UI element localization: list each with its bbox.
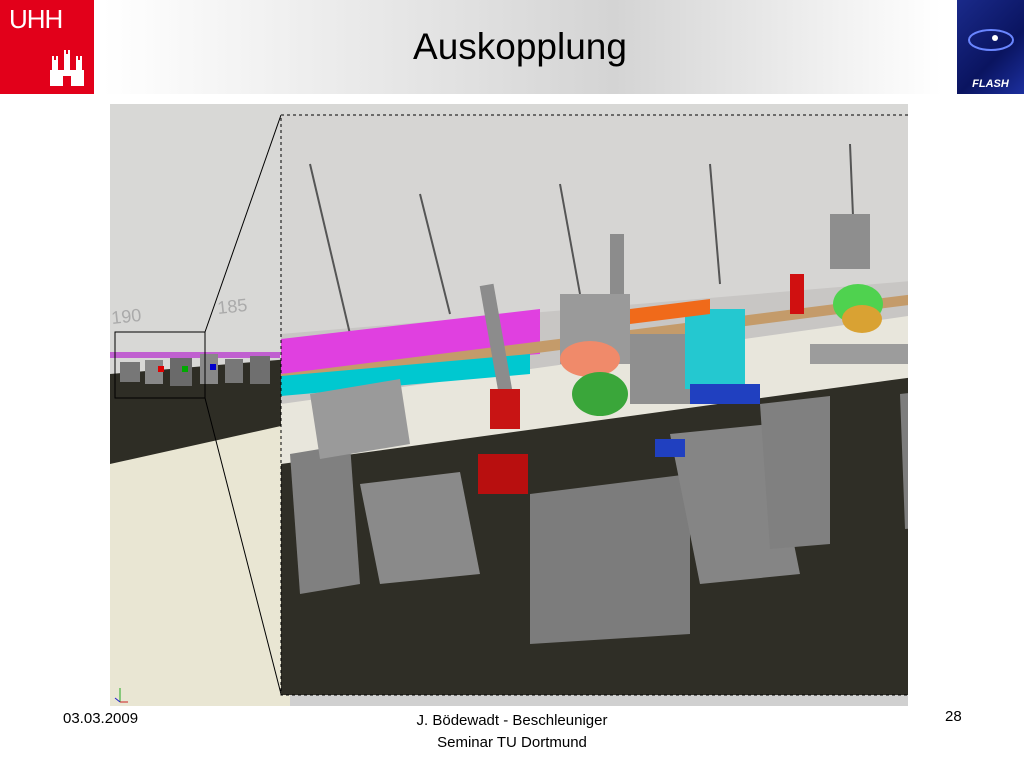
marker-190: 190 [110, 305, 142, 328]
marker-185: 185 [216, 295, 248, 318]
footer-seminar: Seminar TU Dortmund [437, 734, 587, 751]
page-title: Auskopplung [413, 26, 627, 67]
footer-author: J. Bödewadt - Beschleuniger [416, 712, 608, 729]
flash-swirl-icon [968, 29, 1014, 51]
uhh-logo-text: UHH [9, 4, 63, 34]
flash-logo-text: FLASH [972, 78, 1009, 90]
page-number: 28 [945, 708, 962, 725]
castle-icon [50, 50, 84, 86]
uhh-logo: UHH [0, 0, 94, 94]
axis-icon [114, 688, 128, 703]
footer-date: 03.03.2009 [63, 710, 139, 727]
header-bar: UHH Auskopplung FLASH [0, 0, 1024, 94]
cad-rendering: 190 185 [110, 104, 908, 706]
cad-figure: 190 185 [110, 104, 908, 706]
zoom-inset [280, 114, 908, 696]
flash-logo: FLASH [957, 0, 1024, 94]
footer-credit: J. Bödewadt - Beschleuniger Seminar TU D… [360, 710, 664, 754]
